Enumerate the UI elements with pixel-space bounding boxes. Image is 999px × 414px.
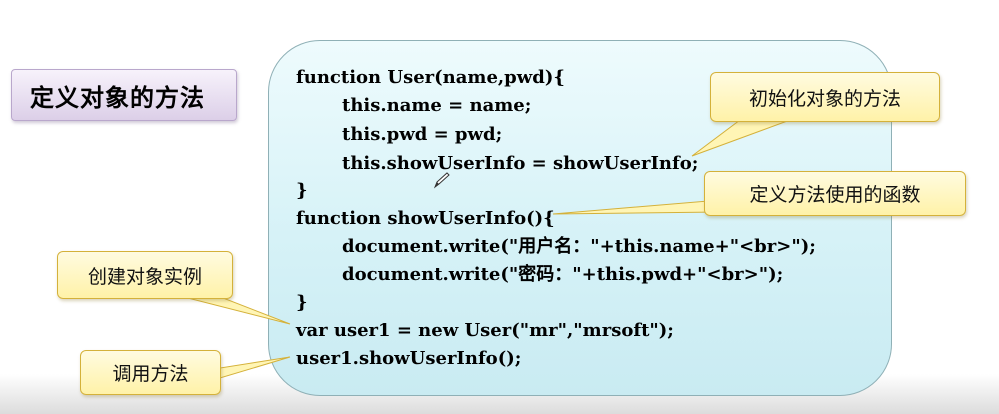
- code-line-11: user1.showUserInfo();: [296, 348, 522, 369]
- code-line-7: document.write("用户名："+this.name+"<br>");: [342, 236, 816, 257]
- code-line-1: function User(name,pwd){: [296, 67, 565, 88]
- code-line-2: this.name = name;: [342, 95, 532, 116]
- callout-init-method-label: 初始化对象的方法: [748, 87, 901, 110]
- callout-call-method-label: 调用方法: [112, 363, 189, 385]
- callout-call-method: 调用方法: [80, 350, 221, 395]
- code-line-8: document.write("密码："+this.pwd+"<br>");: [342, 264, 784, 285]
- pen-cursor-icon: [433, 172, 450, 189]
- code-line-10: var user1 = new User("mr","mrsoft");: [296, 320, 674, 341]
- callout-create-instance-label: 创建对象实例: [87, 265, 202, 288]
- code-line-5: }: [296, 180, 308, 201]
- code-line-9: }: [296, 292, 308, 313]
- callout-define-function-label: 定义方法使用的函数: [749, 184, 921, 206]
- callout-define-function: 定义方法使用的函数: [704, 171, 966, 216]
- callout-create-instance: 创建对象实例: [57, 251, 233, 299]
- code-line-6: function showUserInfo(){: [296, 208, 555, 229]
- code-line-4: this.showUserInfo = showUserInfo;: [342, 153, 699, 174]
- callout-init-method: 初始化对象的方法: [710, 72, 940, 122]
- slide-title-box: 定义对象的方法: [11, 69, 237, 121]
- slide-title: 定义对象的方法: [30, 83, 205, 112]
- code-line-3: this.pwd = pwd;: [342, 124, 503, 145]
